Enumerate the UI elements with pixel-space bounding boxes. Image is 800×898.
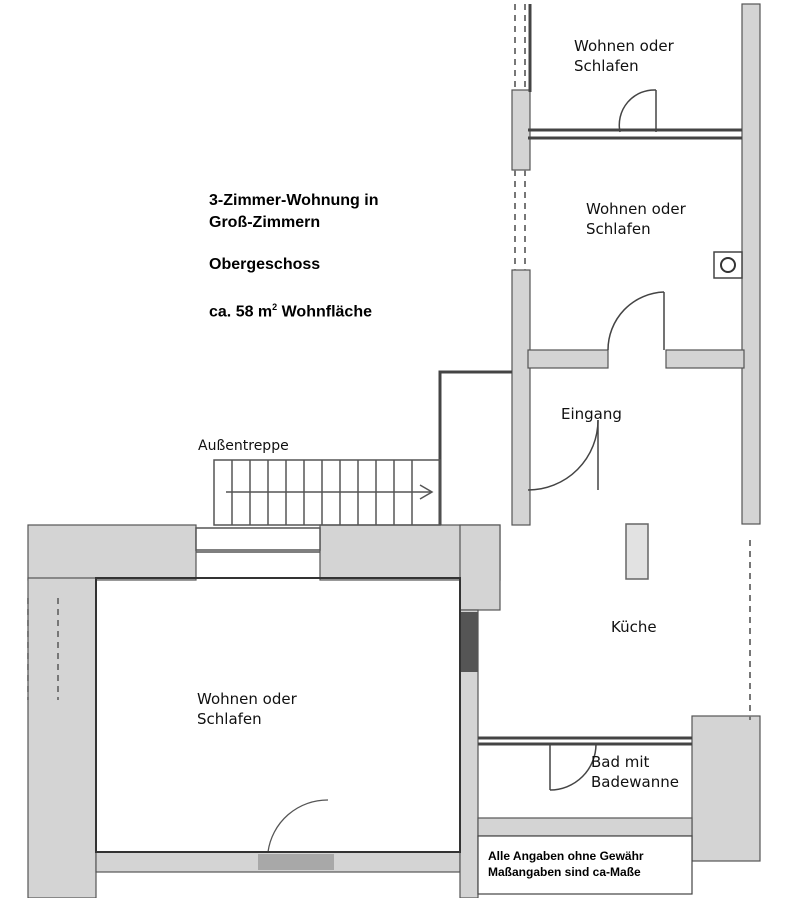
room-label-bottom-line2: Schlafen bbox=[197, 710, 262, 728]
wall-main-left bbox=[27, 577, 97, 898]
stairs-label: Außentreppe bbox=[198, 438, 289, 454]
wall-bath-bottom bbox=[477, 817, 693, 837]
bath-label-line2: Badewanne bbox=[591, 773, 679, 791]
top-room-door bbox=[618, 89, 657, 133]
entrance-label: Eingang bbox=[561, 405, 622, 423]
wall-upper-left bbox=[511, 89, 531, 171]
room-label-middle-line1: Wohnen oder bbox=[586, 200, 686, 218]
chimney-symbol bbox=[713, 251, 743, 279]
middle-room-door bbox=[607, 291, 665, 351]
disclaimer-line1: Alle Angaben ohne Gewähr bbox=[488, 849, 644, 863]
living-area-superscript: 2 bbox=[272, 302, 278, 312]
living-area-value: ca. 58 m bbox=[209, 303, 273, 321]
kitchen-label: Küche bbox=[611, 618, 657, 636]
bottom-room-door-threshold bbox=[258, 854, 334, 870]
disclaimer-line2: Maßangaben sind ca-Maße bbox=[488, 865, 641, 879]
wall-dark-insert bbox=[460, 612, 478, 672]
kitchen-counter bbox=[625, 523, 649, 580]
disclaimer-box bbox=[477, 835, 693, 895]
entrance-door bbox=[527, 419, 599, 491]
wall-main-top-left bbox=[27, 524, 197, 581]
apartment-title-line1: 3-Zimmer-Wohnung in bbox=[209, 192, 379, 209]
wall-upper-left-2 bbox=[511, 269, 531, 526]
wall-bath-right bbox=[691, 715, 761, 862]
wall-partition-entrance-2 bbox=[665, 349, 745, 369]
room-label-bottom-line1: Wohnen oder bbox=[197, 690, 297, 708]
outdoor-stairs bbox=[213, 459, 441, 526]
wall-main-top-middle-2 bbox=[459, 524, 501, 611]
room-label-top-line1: Wohnen oder bbox=[574, 37, 674, 55]
living-area-suffix: Wohnfläche bbox=[277, 303, 372, 321]
floor-label: Obergeschoss bbox=[209, 256, 321, 273]
bottom-room-door bbox=[267, 799, 329, 853]
wall-partition-entrance bbox=[527, 349, 609, 369]
room-label-top-line2: Schlafen bbox=[574, 57, 639, 75]
bottom-room-outline bbox=[95, 577, 461, 853]
room-label-middle-line2: Schlafen bbox=[586, 220, 651, 238]
bath-door bbox=[549, 743, 597, 791]
bath-label-line1: Bad mit bbox=[591, 753, 650, 771]
apartment-title-line2: Groß-Zimmern bbox=[209, 214, 321, 231]
outer-wall-right bbox=[741, 3, 761, 525]
living-area: ca. 58 m2 Wohnfläche bbox=[209, 296, 372, 323]
window-main-top bbox=[195, 527, 321, 551]
